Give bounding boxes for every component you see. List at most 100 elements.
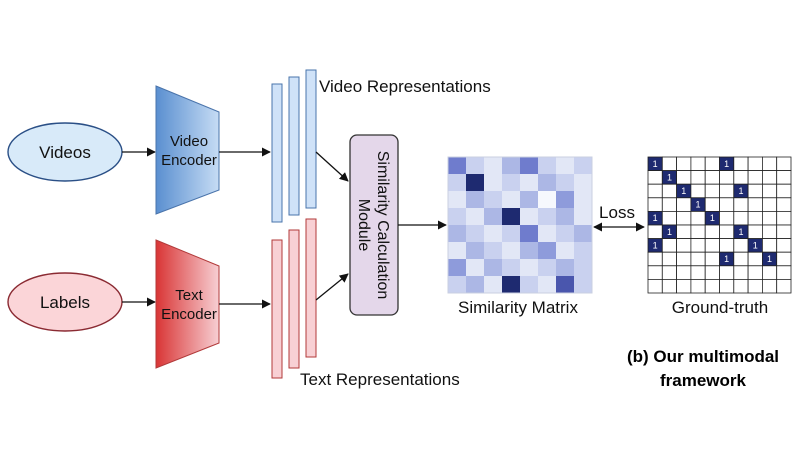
similarity-cell	[520, 157, 539, 175]
ground-truth-cell	[733, 238, 749, 253]
ground-truth-cell	[747, 183, 763, 199]
ground-truth-one-label: 1	[767, 254, 772, 264]
similarity-matrix	[447, 156, 593, 294]
text-rep-bar-1	[271, 239, 283, 379]
similarity-cell	[448, 242, 467, 260]
ground-truth-cell	[762, 170, 778, 185]
video-rep-bar-2	[288, 76, 300, 216]
similarity-cell	[448, 276, 467, 294]
ground-truth-one-label: 1	[653, 213, 658, 223]
ground-truth-one-label: 1	[653, 159, 658, 169]
similarity-cell	[556, 208, 575, 226]
ground-truth-cell	[762, 238, 778, 253]
ground-truth-cell	[690, 278, 706, 294]
ground-truth-cell	[690, 210, 706, 226]
ground-truth-cell	[747, 156, 763, 172]
similarity-cell	[466, 191, 485, 209]
ground-truth-cell	[719, 170, 735, 185]
similarity-cell	[466, 242, 485, 260]
similarity-cell	[466, 259, 485, 277]
ground-truth-cell	[733, 265, 749, 280]
ground-truth-cell	[762, 224, 778, 240]
video-encoder-label-line2: Encoder	[161, 152, 217, 169]
similarity-cell	[556, 174, 575, 192]
similarity-cell	[466, 225, 485, 243]
similarity-cell	[556, 191, 575, 209]
similarity-cell	[448, 259, 467, 277]
video-rep-bar-3	[305, 69, 317, 209]
ground-truth-one-label: 1	[710, 213, 715, 223]
similarity-cell	[538, 225, 557, 243]
ground-truth-cell	[733, 156, 749, 172]
ground-truth-one-label: 1	[681, 186, 686, 196]
ground-truth-one-label: 1	[696, 200, 701, 210]
ground-truth-one-label: 1	[738, 186, 743, 196]
videos-label: Videos	[39, 143, 91, 162]
ground-truth-cell	[762, 197, 778, 212]
ground-truth-cell	[676, 265, 692, 280]
similarity-cell	[502, 225, 521, 243]
similarity-cell	[520, 174, 539, 192]
ground-truth-one-label: 1	[738, 227, 743, 237]
ground-truth-cell	[747, 251, 763, 267]
ground-truth-cell	[747, 278, 763, 294]
similarity-cell	[502, 259, 521, 277]
text-encoder-label-line2: Encoder	[161, 306, 217, 323]
similarity-cell	[556, 157, 575, 175]
text-encoder-shape	[155, 239, 220, 369]
ground-truth-cell	[719, 265, 735, 280]
ground-truth-cell	[776, 183, 792, 199]
ground-truth-cell	[719, 224, 735, 240]
ground-truth-cell	[704, 278, 720, 294]
ground-truth-cell	[661, 197, 677, 212]
caption-line2: framework	[660, 371, 747, 390]
ground-truth-cell	[661, 265, 677, 280]
ground-truth-cell	[776, 170, 792, 185]
similarity-cell	[448, 174, 467, 192]
ground-truth-cell	[676, 251, 692, 267]
ground-truth-cell	[647, 224, 663, 240]
similarity-cell	[520, 191, 539, 209]
ground-truth-cell	[747, 197, 763, 212]
similarity-cell	[520, 242, 539, 260]
ground-truth-cell	[719, 238, 735, 253]
similarity-cell	[466, 276, 485, 294]
ground-truth-cell	[776, 197, 792, 212]
ground-truth-cell	[676, 224, 692, 240]
similarity-cell	[484, 174, 503, 192]
ground-truth-cell	[647, 170, 663, 185]
ground-truth-one-label: 1	[667, 172, 672, 182]
text-rep-bar-3	[305, 218, 317, 358]
ground-truth-cell	[704, 265, 720, 280]
similarity-cell	[556, 276, 575, 294]
similarity-cell	[520, 225, 539, 243]
ground-truth-cell	[704, 251, 720, 267]
ground-truth-one-label: 1	[667, 227, 672, 237]
ground-truth-one-label: 1	[724, 159, 729, 169]
similarity-cell	[502, 276, 521, 294]
ground-truth-cell	[733, 251, 749, 267]
similarity-cell	[538, 208, 557, 226]
ground-truth-cell	[776, 224, 792, 240]
ground-truth-one-label: 1	[724, 254, 729, 264]
ground-truth-cell	[719, 278, 735, 294]
ground-truth-cell	[704, 197, 720, 212]
similarity-cell	[448, 225, 467, 243]
ground-truth-cell	[733, 197, 749, 212]
similarity-cell	[484, 225, 503, 243]
ground-truth-cell	[690, 238, 706, 253]
similarity-cell	[484, 242, 503, 260]
similarity-cell	[538, 259, 557, 277]
text-representations-label: Text Representations	[300, 370, 460, 389]
ground-truth-cell	[647, 278, 663, 294]
ground-truth-cell	[661, 238, 677, 253]
similarity-cell	[466, 174, 485, 192]
ground-truth-cell	[704, 238, 720, 253]
ground-truth-cell	[747, 265, 763, 280]
similarity-cell	[448, 157, 467, 175]
text-rep-bar-2	[288, 229, 300, 369]
ground-truth-cell	[676, 210, 692, 226]
loss-label: Loss	[599, 203, 635, 222]
